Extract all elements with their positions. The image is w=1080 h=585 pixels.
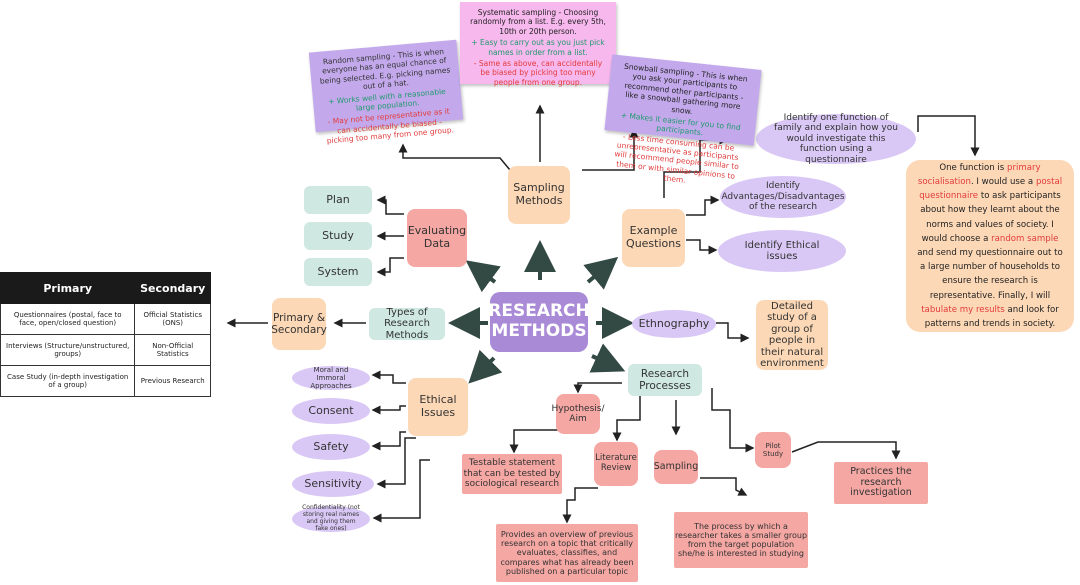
answer-text-part: and look for patterns and trends in soci… — [924, 304, 1059, 329]
table-cell: Interviews (Structure/unstructured, grou… — [0, 334, 136, 366]
table-row: Interviews (Structure/unstructured, grou… — [0, 334, 211, 366]
conn-ethical-confidentiality — [372, 459, 430, 523]
table-cell: Non-Official Statistics — [134, 334, 211, 366]
note-systematic-advantage: + Easy to carry out as you just pick nam… — [471, 38, 605, 57]
table-cell: Questionnaires (postal, face to face, op… — [0, 303, 136, 335]
ethical-item-sensitivity: Sensitivity — [292, 471, 374, 497]
ethical-item-confidentiality: Confidentiality (not storing real names … — [292, 504, 370, 532]
note-random-sampling: Random sampling - This is when everyone … — [308, 39, 464, 145]
process-sampling-definition: The process by which a researcher takes … — [674, 512, 808, 568]
conn-proc-pilot — [711, 388, 755, 453]
answer-text-part: One function is — [939, 162, 1008, 173]
conn-eval-system — [376, 257, 404, 277]
node-research-processes: Research Processes — [628, 364, 702, 396]
node-ethical-issues: Ethical Issues — [408, 378, 468, 436]
conn-q1-answer — [917, 115, 980, 157]
table-cell: Official Statistics (ONS) — [134, 303, 211, 335]
conn-ethical-sensitivity — [376, 437, 416, 489]
process-literature-review-definition: Provides an overview of previous researc… — [496, 524, 638, 582]
arrow-to-example — [583, 256, 619, 290]
ethnography-definition: Detailed study of a group of people in t… — [756, 300, 828, 370]
conn-proc-hypothesis — [573, 382, 622, 394]
node-primary-secondary: Primary & Secondary — [271, 298, 327, 350]
conn-example-q3 — [686, 239, 718, 255]
highlight-tabulate-results: tabulate my results — [921, 304, 1005, 315]
process-pilot-study: Pilot Study — [755, 432, 791, 468]
question-advantages-disadvantages: Identify Advantages/Disadvantages of the… — [720, 176, 846, 218]
ethical-item-consent: Consent — [292, 398, 370, 424]
conn-example-q2 — [686, 195, 720, 216]
table-row: Questionnaires (postal, face to face, op… — [0, 303, 211, 335]
node-example-questions: Example Questions — [622, 209, 685, 267]
note-systematic-title: Systematic sampling - Choosing randomly … — [470, 8, 606, 36]
process-hypothesis-definition: Testable statement that can be tested by… — [462, 454, 562, 494]
conn-literature-def — [562, 487, 598, 524]
table-cell: Case Study (in-depth investigation of a … — [0, 365, 136, 397]
conn-hypothesis-def — [509, 420, 561, 454]
answer-box: One function is primary socialisation. I… — [906, 160, 1074, 332]
conn-eval-plan — [376, 195, 404, 215]
conn-proc-literature — [612, 396, 641, 442]
answer-text-part: to ask participants about how they learn… — [920, 191, 1061, 244]
conn-sampling-random — [398, 143, 511, 171]
table-header-primary: Primary — [0, 272, 136, 304]
arrow-to-processes — [589, 343, 626, 373]
conn-sampling-snowball — [582, 128, 639, 171]
highlight-random-sample: random sample — [991, 233, 1059, 244]
ethical-item-safety: Safety — [292, 434, 370, 460]
note-snowball-sampling: Snowball sampling - This is when you ask… — [604, 54, 762, 185]
arrow-to-ethical — [468, 349, 503, 384]
question-one-function-of-family: Identify one function of family and expl… — [756, 113, 916, 165]
process-pilot-study-definition: Practices the research investigation — [834, 462, 928, 504]
answer-text-part: and send my questionnaire out to a large… — [917, 248, 1063, 301]
conn-ethical-consent — [371, 405, 406, 415]
answer-text: One function is primary socialisation. I… — [914, 161, 1066, 331]
node-types-of-research-methods: Types of Research Methods — [369, 307, 445, 341]
node-ethnography: Ethnography — [632, 310, 716, 338]
primary-secondary-table: Primary Secondary Questionnaires (postal… — [0, 272, 211, 397]
note-systematic-disadvantage: - Same as above, can accidentally be bia… — [473, 58, 603, 87]
table-header-row: Primary Secondary — [0, 272, 211, 304]
node-evaluating-data: Evaluating Data — [407, 209, 467, 267]
highlight-primary-socialisation: primary socialisation — [917, 162, 1041, 188]
table-header-secondary: Secondary — [134, 272, 211, 304]
conn-sampling-def — [700, 477, 748, 496]
evaluating-item-plan: Plan — [304, 186, 372, 214]
highlight-postal-questionnaire: postal questionnaire — [919, 177, 1063, 202]
node-sampling-methods: Sampling Methods — [508, 166, 570, 224]
process-hypothesis: Hypothesis/ Aim — [552, 394, 605, 434]
answer-text-part: . I would use a — [970, 177, 1036, 188]
conn-ethnography-def — [716, 322, 750, 343]
process-literature-review: Literature Review — [594, 442, 638, 486]
evaluating-item-study: Study — [304, 222, 372, 250]
process-sampling: Sampling — [654, 450, 698, 484]
center-node-research-methods: RESEARCH METHODS — [488, 292, 590, 352]
question-ethical-issues: Identify Ethical issues — [718, 230, 846, 272]
evaluating-item-system: System — [304, 258, 372, 286]
conn-ethical-safety — [371, 431, 406, 451]
arrow-to-evaluating — [465, 260, 501, 293]
ethical-item-moral-approaches: Moral and Immoral Approaches — [292, 366, 370, 390]
conn-pilot-def — [791, 441, 901, 460]
table-cell: Previous Research — [134, 365, 211, 397]
table-row: Case Study (in-depth investigation of a … — [0, 365, 211, 397]
conn-ethical-moral — [371, 370, 406, 384]
note-systematic-sampling: Systematic sampling - Choosing randomly … — [460, 2, 616, 87]
